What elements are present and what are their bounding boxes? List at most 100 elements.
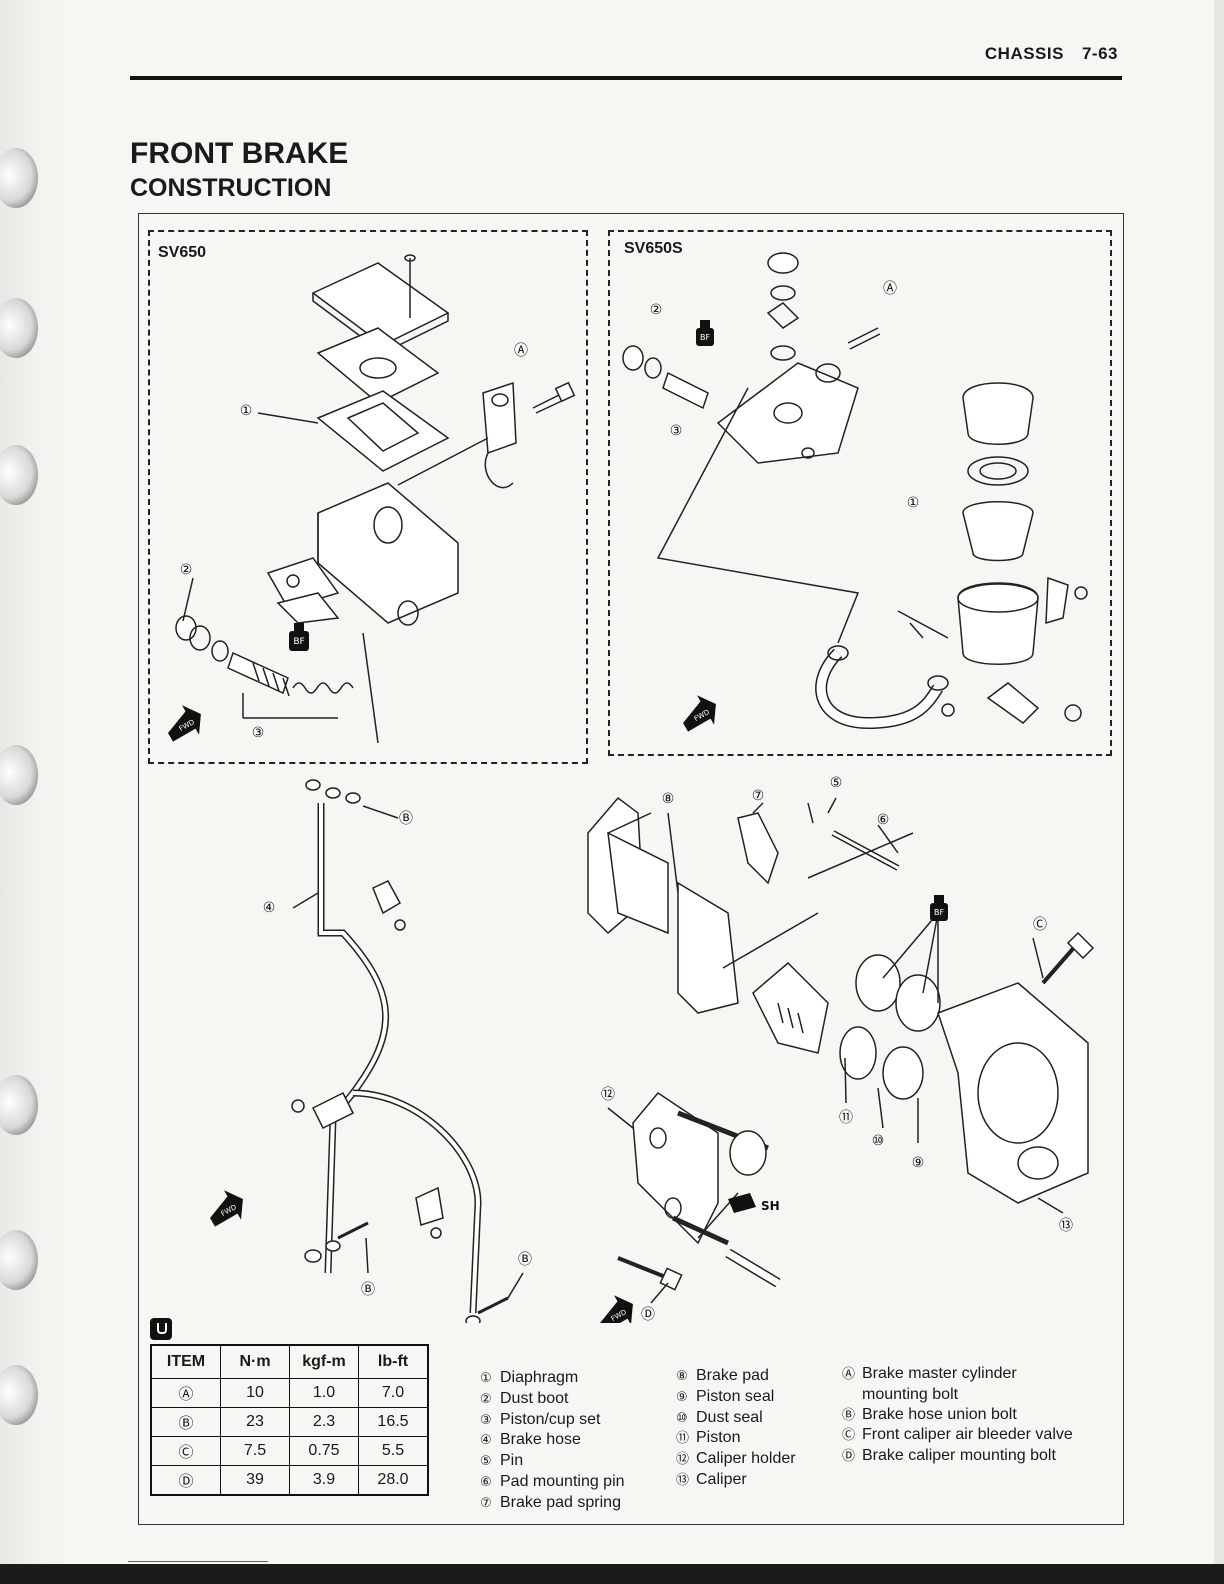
table-row: Ⓑ 23 2.3 16.5	[150, 1407, 429, 1437]
lbft-cell: 7.0	[358, 1378, 429, 1408]
kgfm-cell: 3.9	[289, 1465, 359, 1496]
callout-10: ⑩	[872, 1133, 885, 1149]
callout-5: ⑤	[830, 775, 843, 791]
callout-c: Ⓒ	[1033, 917, 1047, 933]
exploded-diagram: BF BF BF SH FWD FWD FWD FWD ① ② ③ Ⓐ ② ③ …	[168, 252, 1095, 1323]
sv650-plate	[316, 327, 440, 404]
callout-1: ①	[907, 495, 920, 511]
binder-hole	[0, 298, 38, 358]
binder-hole	[0, 445, 38, 505]
sv650s-bolt-a	[847, 327, 881, 350]
pad-spring	[752, 961, 829, 1054]
scan-bottom-edge	[0, 1564, 1224, 1584]
pad-springclip	[737, 812, 779, 885]
item-cell: Ⓒ	[150, 1436, 221, 1466]
nm-cell: 39	[220, 1465, 290, 1496]
fwd-arrow-icon: FWD	[600, 1295, 633, 1323]
torque-table: ITEM N·m kgf-m lb-ft Ⓐ 10 1.0 7.0 Ⓑ 23 2…	[150, 1344, 429, 1496]
sv650-cylinder-body	[266, 482, 459, 626]
fwd-arrow-icon: FWD	[210, 1190, 243, 1227]
legend-item: mounting bolt	[862, 1385, 959, 1403]
binder-hole	[0, 745, 38, 805]
caliper-bolt-d	[617, 1256, 683, 1291]
callout-d: Ⓓ	[641, 1307, 655, 1323]
item-cell: Ⓑ	[150, 1407, 221, 1437]
table-row: Ⓓ 39 3.9 28.0	[150, 1465, 429, 1496]
callout-b: Ⓑ	[361, 1282, 375, 1298]
figure-frame	[138, 213, 1124, 1525]
caliper-pistons	[839, 954, 941, 1100]
kgfm-cell: 1.0	[289, 1378, 359, 1408]
brake-hose	[291, 779, 509, 1323]
callout-3: ③	[252, 725, 265, 741]
nm-cell: 10	[220, 1378, 290, 1408]
sv650-diaphragm	[316, 390, 450, 472]
sv650-master-cylinder-box	[148, 230, 588, 764]
torque-table-header: ITEM N·m kgf-m lb-ft	[150, 1344, 429, 1379]
running-header: CHASSIS 7-63	[967, 44, 1118, 64]
callout-2: ②	[180, 562, 193, 578]
sv650s-hose	[815, 645, 949, 730]
column-header: lb-ft	[358, 1344, 429, 1379]
callout-7: ⑦	[752, 788, 765, 804]
binder-hole	[0, 148, 38, 208]
table-row: Ⓒ 7.5 0.75 5.5	[150, 1436, 429, 1466]
callout-2: ②	[650, 302, 663, 318]
brake-fluid-icon: BF	[930, 895, 948, 921]
callout-13: ⑬	[1059, 1218, 1073, 1234]
binder-hole	[0, 1230, 38, 1290]
svg-text:BF: BF	[293, 637, 304, 647]
callout-1: ①	[240, 403, 253, 419]
callout-a: Ⓐ	[514, 343, 528, 359]
svg-text:BF: BF	[934, 908, 944, 917]
page-title: FRONT BRAKE	[130, 137, 349, 170]
column-header: N·m	[220, 1344, 290, 1379]
page-subtitle: CONSTRUCTION	[130, 174, 332, 202]
callout-8: ⑧	[662, 791, 675, 807]
caliper-body	[937, 982, 1089, 1204]
brake-fluid-icon: BF	[289, 623, 309, 651]
brake-fluid-icon: BF	[696, 320, 714, 346]
callout-11: ⑪	[839, 1110, 853, 1126]
sv650-clamp	[482, 381, 517, 489]
svg-text:SH: SH	[761, 1199, 780, 1213]
model-label-sv650s: SV650S	[624, 240, 683, 257]
binder-hole	[0, 1365, 38, 1425]
nm-cell: 23	[220, 1407, 290, 1437]
sv650s-cylinder-body	[716, 362, 859, 464]
callout-a: Ⓐ	[883, 281, 897, 297]
callout-4: ④	[263, 900, 276, 916]
item-cell: Ⓓ	[150, 1465, 221, 1496]
sv650-bolt-a	[532, 381, 576, 414]
sv650-piston-assembly	[175, 615, 354, 697]
lbft-cell: 16.5	[358, 1407, 429, 1437]
brake-pads	[587, 796, 739, 1014]
silicone-grease-icon: SH	[728, 1193, 780, 1213]
fwd-arrow-icon: FWD	[683, 695, 716, 732]
header-rule	[130, 76, 1122, 80]
callout-9: ⑨	[912, 1155, 925, 1171]
scan-artifact-line	[128, 1561, 268, 1562]
fwd-arrow-icon: FWD	[168, 705, 201, 742]
binder-hole	[0, 1075, 38, 1135]
page-number: 7-63	[1081, 44, 1118, 63]
table-row: Ⓐ 10 1.0 7.0	[150, 1378, 429, 1408]
section-name: CHASSIS	[984, 44, 1064, 63]
svg-text:BF: BF	[700, 333, 710, 342]
page-edge	[1214, 0, 1224, 1584]
